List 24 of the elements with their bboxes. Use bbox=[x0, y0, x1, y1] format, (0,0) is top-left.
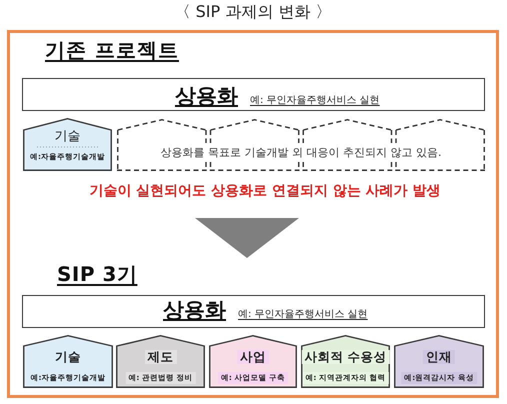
diagram-title: 〈 SIP 과제의 변화 〉 bbox=[174, 3, 332, 21]
banner-box bbox=[22, 78, 485, 111]
house-shape bbox=[23, 118, 112, 171]
example-note: 예: 무인자율주행서비스 실현 bbox=[238, 310, 368, 320]
warning-text: 기술이 실현되어도 상용화로 연결되지 않는 사례가 발생 bbox=[89, 182, 441, 200]
house-title: 제도 bbox=[144, 350, 176, 364]
box-title: 상용화 bbox=[175, 86, 238, 107]
section-heading: SIP 3기 bbox=[57, 263, 138, 286]
house-title: 사업 bbox=[237, 350, 269, 364]
house-shape bbox=[394, 335, 484, 388]
banner-box bbox=[22, 295, 485, 328]
house-title: 기술 bbox=[54, 350, 82, 364]
house-shape bbox=[209, 335, 297, 388]
house-title: 기술 bbox=[54, 130, 82, 144]
dashed-house-group bbox=[117, 119, 485, 171]
house-shape bbox=[23, 335, 113, 388]
note-text: 상용화를 목표로 기술개발 외 대응이 추진되지 않고 있음. bbox=[160, 146, 442, 159]
house-shape bbox=[116, 335, 205, 388]
house-shape bbox=[301, 335, 390, 388]
house-title: 인재 bbox=[423, 350, 455, 364]
section-heading: 기존 프로젝트 bbox=[45, 39, 179, 62]
example-note: 예: 무인자율주행서비스 실현 bbox=[250, 96, 380, 106]
house-title: 사회적 수용성 bbox=[301, 350, 390, 364]
box-title: 상용화 bbox=[163, 300, 226, 321]
